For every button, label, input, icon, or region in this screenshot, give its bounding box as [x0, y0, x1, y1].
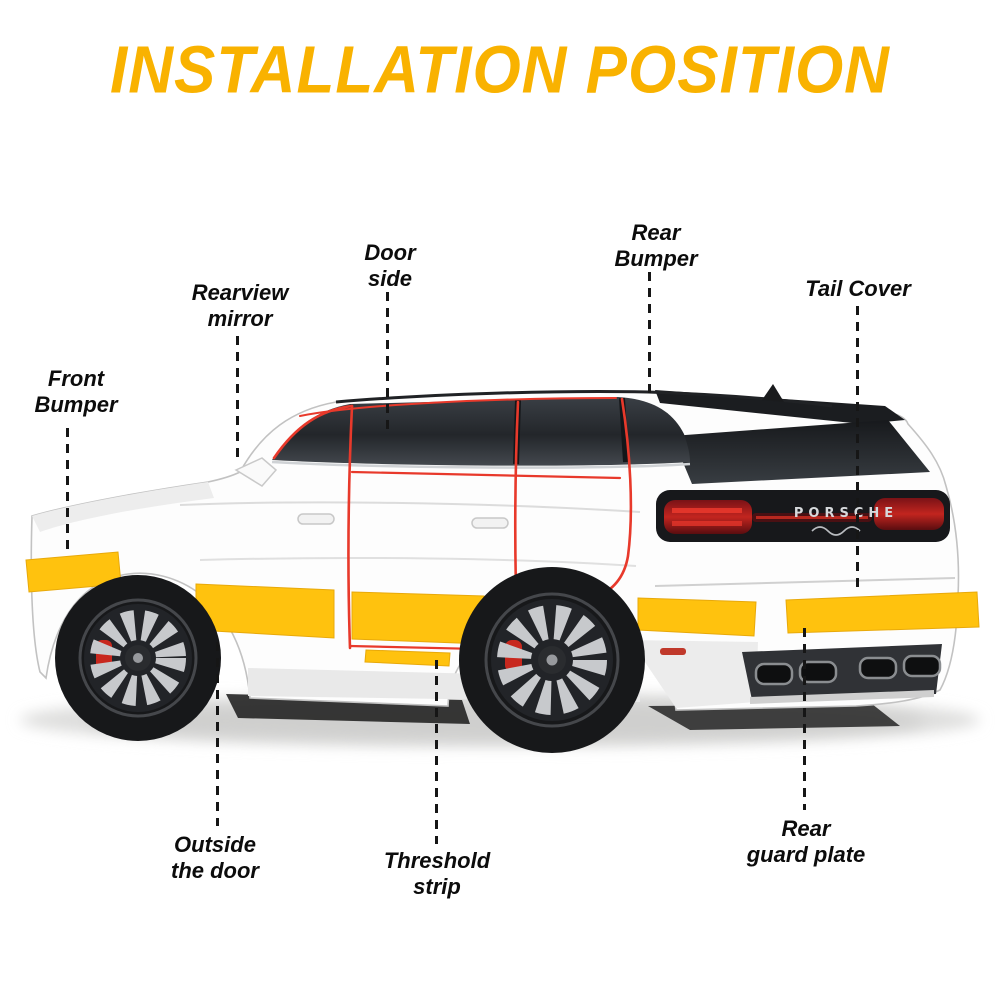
door-handles: [297, 513, 509, 529]
leader-threshold-strip: [435, 660, 438, 844]
leader-outside-door: [216, 642, 219, 826]
label-rearview-mirror: Rearview mirror: [191, 280, 289, 331]
model-script: [811, 526, 861, 536]
rearview-mirror: [234, 457, 278, 487]
leader-rear-bumper: [648, 272, 651, 396]
leader-rearview-mirror: [236, 336, 239, 462]
leader-rear-guard-plate: [803, 628, 806, 810]
side-reflector: [660, 648, 686, 655]
strip-rear-bumper-side: [637, 597, 757, 637]
rear-wheel: [459, 567, 645, 753]
label-outside-door: Outside the door: [171, 832, 259, 883]
side-windows: [272, 397, 690, 466]
front-wheel: [55, 575, 221, 741]
strip-tail-cover: [785, 591, 980, 634]
label-rear-bumper: Rear Bumper: [614, 220, 698, 271]
rear-face: PORSCHE: [654, 390, 956, 704]
porsche-badge: PORSCHE: [794, 506, 898, 521]
leader-front-bumper: [66, 428, 69, 556]
page-title: INSTALLATION POSITION: [110, 33, 890, 108]
label-tail-cover: Tail Cover: [805, 276, 911, 301]
leader-door-side: [386, 292, 389, 430]
antenna-fin-icon: [762, 384, 784, 402]
label-door-side: Door side: [364, 240, 416, 291]
rear-window: [672, 420, 930, 484]
strip-front-door: [195, 583, 335, 639]
exhaust-tips: [754, 654, 942, 686]
label-front-bumper: Front Bumper: [34, 366, 118, 417]
label-rear-guard-plate: Rear guard plate: [746, 816, 866, 867]
label-threshold-strip: Threshold strip: [383, 848, 491, 899]
protection-strips: [25, 551, 980, 667]
strip-threshold: [364, 649, 451, 667]
leader-tail-cover: [856, 306, 859, 588]
rear-spoiler: [655, 390, 905, 424]
